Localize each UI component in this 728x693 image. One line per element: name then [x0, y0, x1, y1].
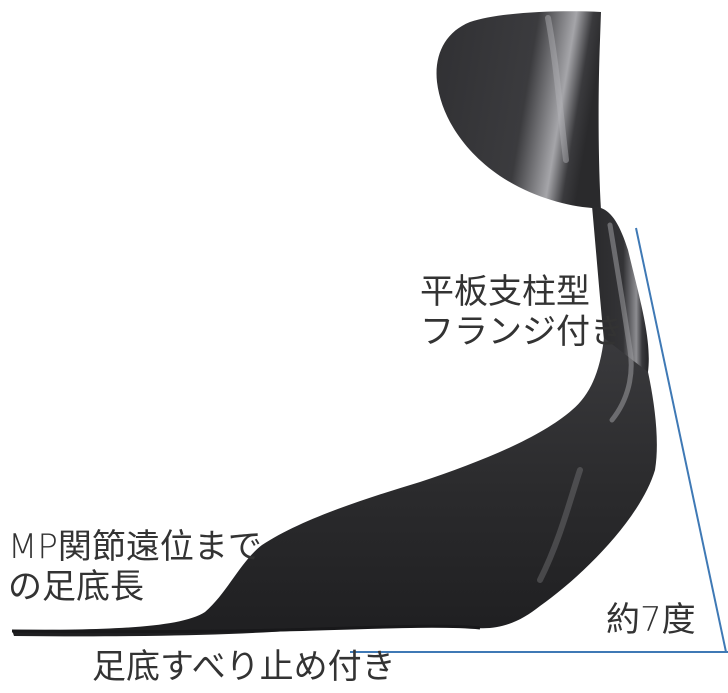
calf-cup — [436, 11, 601, 211]
angle-label: 約7度 — [606, 600, 696, 640]
flange-label-line2: フランジ付き — [420, 312, 624, 352]
mp-length-label: MP関節遠位まで の足底長 — [8, 527, 262, 607]
mp-length-label-line1: MP関節遠位まで — [8, 527, 262, 567]
vertical-reference-line — [635, 227, 727, 653]
non-slip-sole — [11, 624, 481, 634]
highlight-streak — [607, 222, 634, 423]
highlight-streak — [545, 15, 569, 163]
ankle-flare — [12, 338, 657, 637]
flange-label: 平板支柱型 フランジ付き — [420, 272, 624, 352]
highlight-streak — [537, 467, 583, 583]
non-slip-label: 足底すべり止め付き — [92, 647, 396, 687]
mp-length-label-line2: の足底長 — [8, 567, 144, 607]
flange-label-line1: 平板支柱型 — [420, 272, 590, 312]
